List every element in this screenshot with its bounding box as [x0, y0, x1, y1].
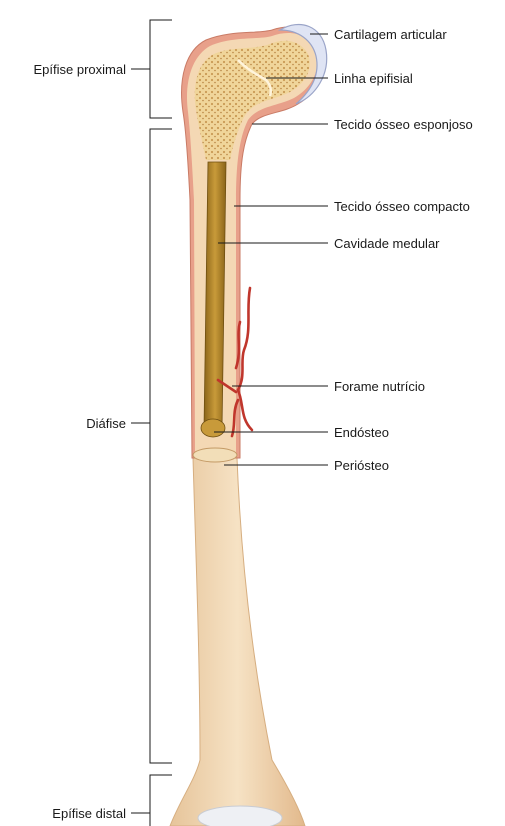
label-epiphyseal-line: Linha epifisial [334, 71, 413, 86]
proximal-epiphysis-bracket [131, 20, 172, 118]
label-proximal-epiphysis: Epífise proximal [34, 62, 127, 77]
medullary-cavity-fill [204, 162, 226, 428]
diaphysis-bracket [131, 129, 172, 763]
label-diaphysis: Diáfise [86, 416, 126, 431]
bone-illustration [170, 24, 327, 826]
label-nutrient-foramen: Forame nutrício [334, 379, 425, 394]
label-compact-bone: Tecido ósseo compacto [334, 199, 470, 214]
distal-condyle [198, 806, 282, 826]
marrow-end [201, 419, 225, 437]
label-articular-cartilage: Cartilagem articular [334, 27, 447, 42]
lower-shaft [170, 458, 305, 826]
cross-section-ring [193, 448, 237, 462]
label-endosteum: Endósteo [334, 425, 389, 440]
label-periosteum: Periósteo [334, 458, 389, 473]
label-distal-epiphysis: Epífise distal [52, 806, 126, 821]
label-spongy-bone: Tecido ósseo esponjoso [334, 117, 473, 132]
label-medullary-cavity: Cavidade medular [334, 236, 440, 251]
distal-epiphysis-bracket [131, 775, 172, 826]
